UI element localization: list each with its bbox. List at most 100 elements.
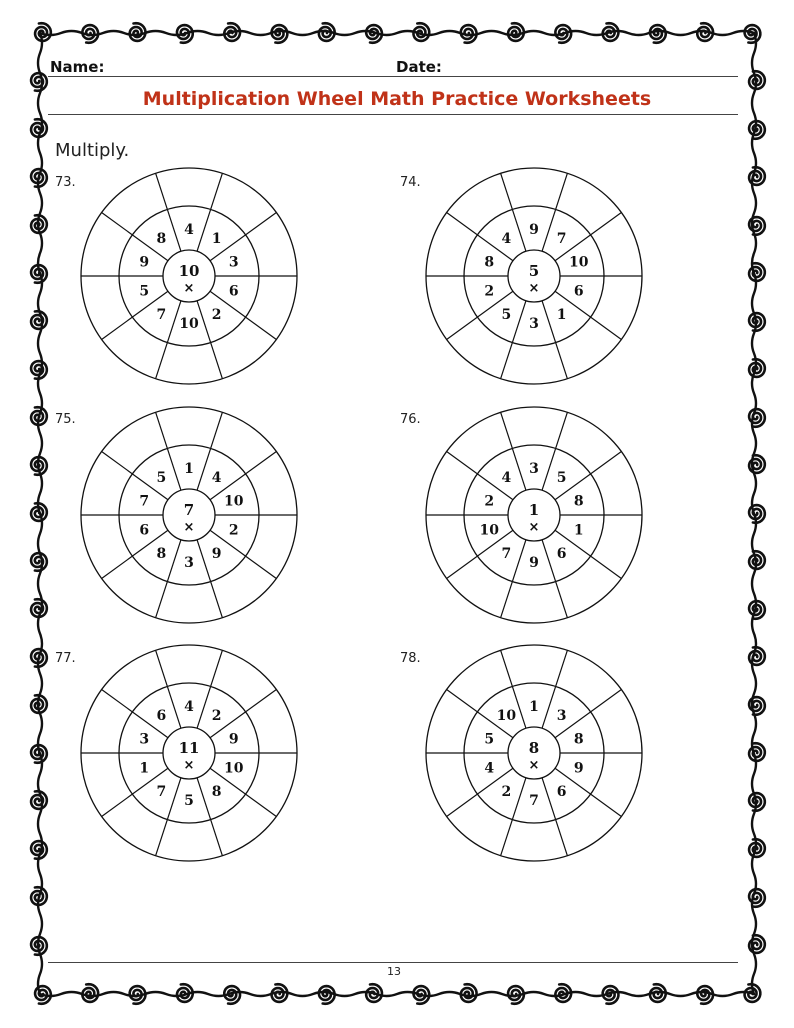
wheel-spoke bbox=[155, 650, 182, 729]
wheel-spoke bbox=[541, 412, 568, 491]
wheel-spoke bbox=[196, 412, 223, 491]
swirl-ornament bbox=[747, 453, 767, 475]
wheel-inner-number: 9 bbox=[529, 222, 539, 238]
swirl-ornament bbox=[696, 21, 715, 43]
page-number: 13 bbox=[387, 965, 401, 978]
wheel-spoke bbox=[554, 689, 622, 739]
wheel-operator: × bbox=[184, 758, 195, 773]
swirl-ornament bbox=[33, 984, 53, 1006]
swirl-ornament bbox=[648, 23, 667, 45]
swirl-ornament bbox=[747, 887, 767, 909]
swirl-ornament bbox=[747, 645, 767, 667]
swirl-ornament bbox=[459, 982, 478, 1004]
wheel-spoke bbox=[155, 173, 182, 252]
wheel-inner-number: 3 bbox=[139, 731, 149, 747]
wheel-spoke bbox=[196, 300, 223, 379]
swirl-ornament bbox=[29, 693, 49, 715]
wheel-operator: × bbox=[529, 520, 540, 535]
swirl-ornament bbox=[29, 935, 49, 957]
wheel-spoke bbox=[155, 777, 182, 856]
wheel-spoke bbox=[209, 290, 277, 340]
wheel-inner-number: 10 bbox=[224, 761, 244, 777]
wheel-inner-number: 5 bbox=[557, 470, 567, 486]
wheel-center-number: 1 bbox=[529, 501, 539, 519]
wheel-inner-number: 10 bbox=[224, 493, 244, 509]
wheel-spoke bbox=[155, 300, 182, 379]
wheel-inner-number: 4 bbox=[501, 231, 511, 247]
wheel-inner-number: 7 bbox=[557, 231, 567, 247]
wheel-spoke bbox=[101, 529, 169, 579]
wheel-center-number: 8 bbox=[529, 739, 539, 757]
swirl-ornament bbox=[270, 982, 289, 1004]
wheel-spoke bbox=[554, 290, 622, 340]
wheel-inner-number: 4 bbox=[501, 470, 511, 486]
swirl-ornament bbox=[29, 309, 49, 331]
wheel-spoke bbox=[541, 173, 568, 252]
swirl-ornament bbox=[412, 984, 431, 1006]
wheel-inner-number: 4 bbox=[184, 222, 194, 238]
wheel-spoke bbox=[101, 290, 169, 340]
swirl-ornament bbox=[747, 549, 767, 571]
swirl-ornament bbox=[554, 23, 573, 45]
wheel-spoke bbox=[196, 173, 223, 252]
swirl-ornament bbox=[747, 311, 767, 333]
swirl-ornament bbox=[696, 984, 715, 1006]
wheel-operator: × bbox=[184, 281, 195, 296]
wheel-center-number: 10 bbox=[179, 262, 200, 280]
wheel-inner-number: 7 bbox=[529, 793, 539, 809]
swirl-ornament bbox=[743, 23, 762, 45]
swirl-ornament bbox=[29, 839, 49, 861]
wheel-inner-number: 8 bbox=[484, 254, 494, 270]
swirl-ornament bbox=[175, 23, 194, 45]
wheel-inner-number: 3 bbox=[529, 316, 539, 332]
wheel-spoke bbox=[101, 767, 169, 817]
wheel-spoke bbox=[196, 650, 223, 729]
wheel-spoke bbox=[500, 173, 527, 252]
name-date-line bbox=[48, 76, 738, 77]
swirl-ornament bbox=[412, 21, 431, 43]
title-rule bbox=[48, 114, 738, 115]
swirl-ornament bbox=[506, 21, 526, 43]
wheel-spoke bbox=[209, 689, 277, 739]
wheel-inner-number: 2 bbox=[212, 307, 222, 323]
wheel-inner-number: 1 bbox=[139, 761, 149, 777]
wheel-inner-number: 10 bbox=[179, 316, 199, 332]
wheel-inner-number: 8 bbox=[156, 231, 166, 247]
wheel-inner-number: 3 bbox=[557, 708, 567, 724]
footer-rule bbox=[48, 962, 738, 963]
swirl-ornament bbox=[747, 119, 767, 141]
wheel-spoke bbox=[101, 212, 169, 262]
wheel-spoke bbox=[541, 539, 568, 618]
swirl-ornament bbox=[459, 23, 478, 45]
wheel-spoke bbox=[446, 212, 514, 262]
wheel-spoke bbox=[209, 451, 277, 501]
wheel-center-number: 11 bbox=[179, 739, 200, 757]
wheel-spoke bbox=[209, 767, 277, 817]
border-swirls bbox=[29, 21, 767, 1006]
wheel-operator: × bbox=[529, 758, 540, 773]
wheel-inner-number: 7 bbox=[156, 784, 166, 800]
swirl-ornament bbox=[29, 455, 49, 477]
swirl-ornament bbox=[747, 791, 767, 813]
wheel-inner-number: 6 bbox=[156, 708, 166, 724]
wheel-inner-number: 8 bbox=[156, 546, 166, 562]
wheel-inner-number: 9 bbox=[139, 254, 149, 270]
wheel-inner-number: 10 bbox=[569, 254, 589, 270]
wheel-spoke bbox=[446, 689, 514, 739]
wheel-inner-number: 2 bbox=[501, 784, 511, 800]
wheel-spoke bbox=[500, 412, 527, 491]
wheel-inner-number: 3 bbox=[184, 555, 194, 571]
wheel-spoke bbox=[101, 451, 169, 501]
wheel-inner-number: 4 bbox=[484, 761, 494, 777]
problem-number: 73. bbox=[55, 175, 76, 190]
wheel-spoke bbox=[446, 451, 514, 501]
swirl-ornament bbox=[270, 23, 289, 45]
wheel-inner-number: 4 bbox=[212, 470, 222, 486]
problem-number: 76. bbox=[400, 412, 421, 427]
swirl-ornament bbox=[29, 213, 49, 235]
wheel-inner-number: 1 bbox=[184, 461, 194, 477]
swirl-ornament bbox=[747, 933, 767, 955]
